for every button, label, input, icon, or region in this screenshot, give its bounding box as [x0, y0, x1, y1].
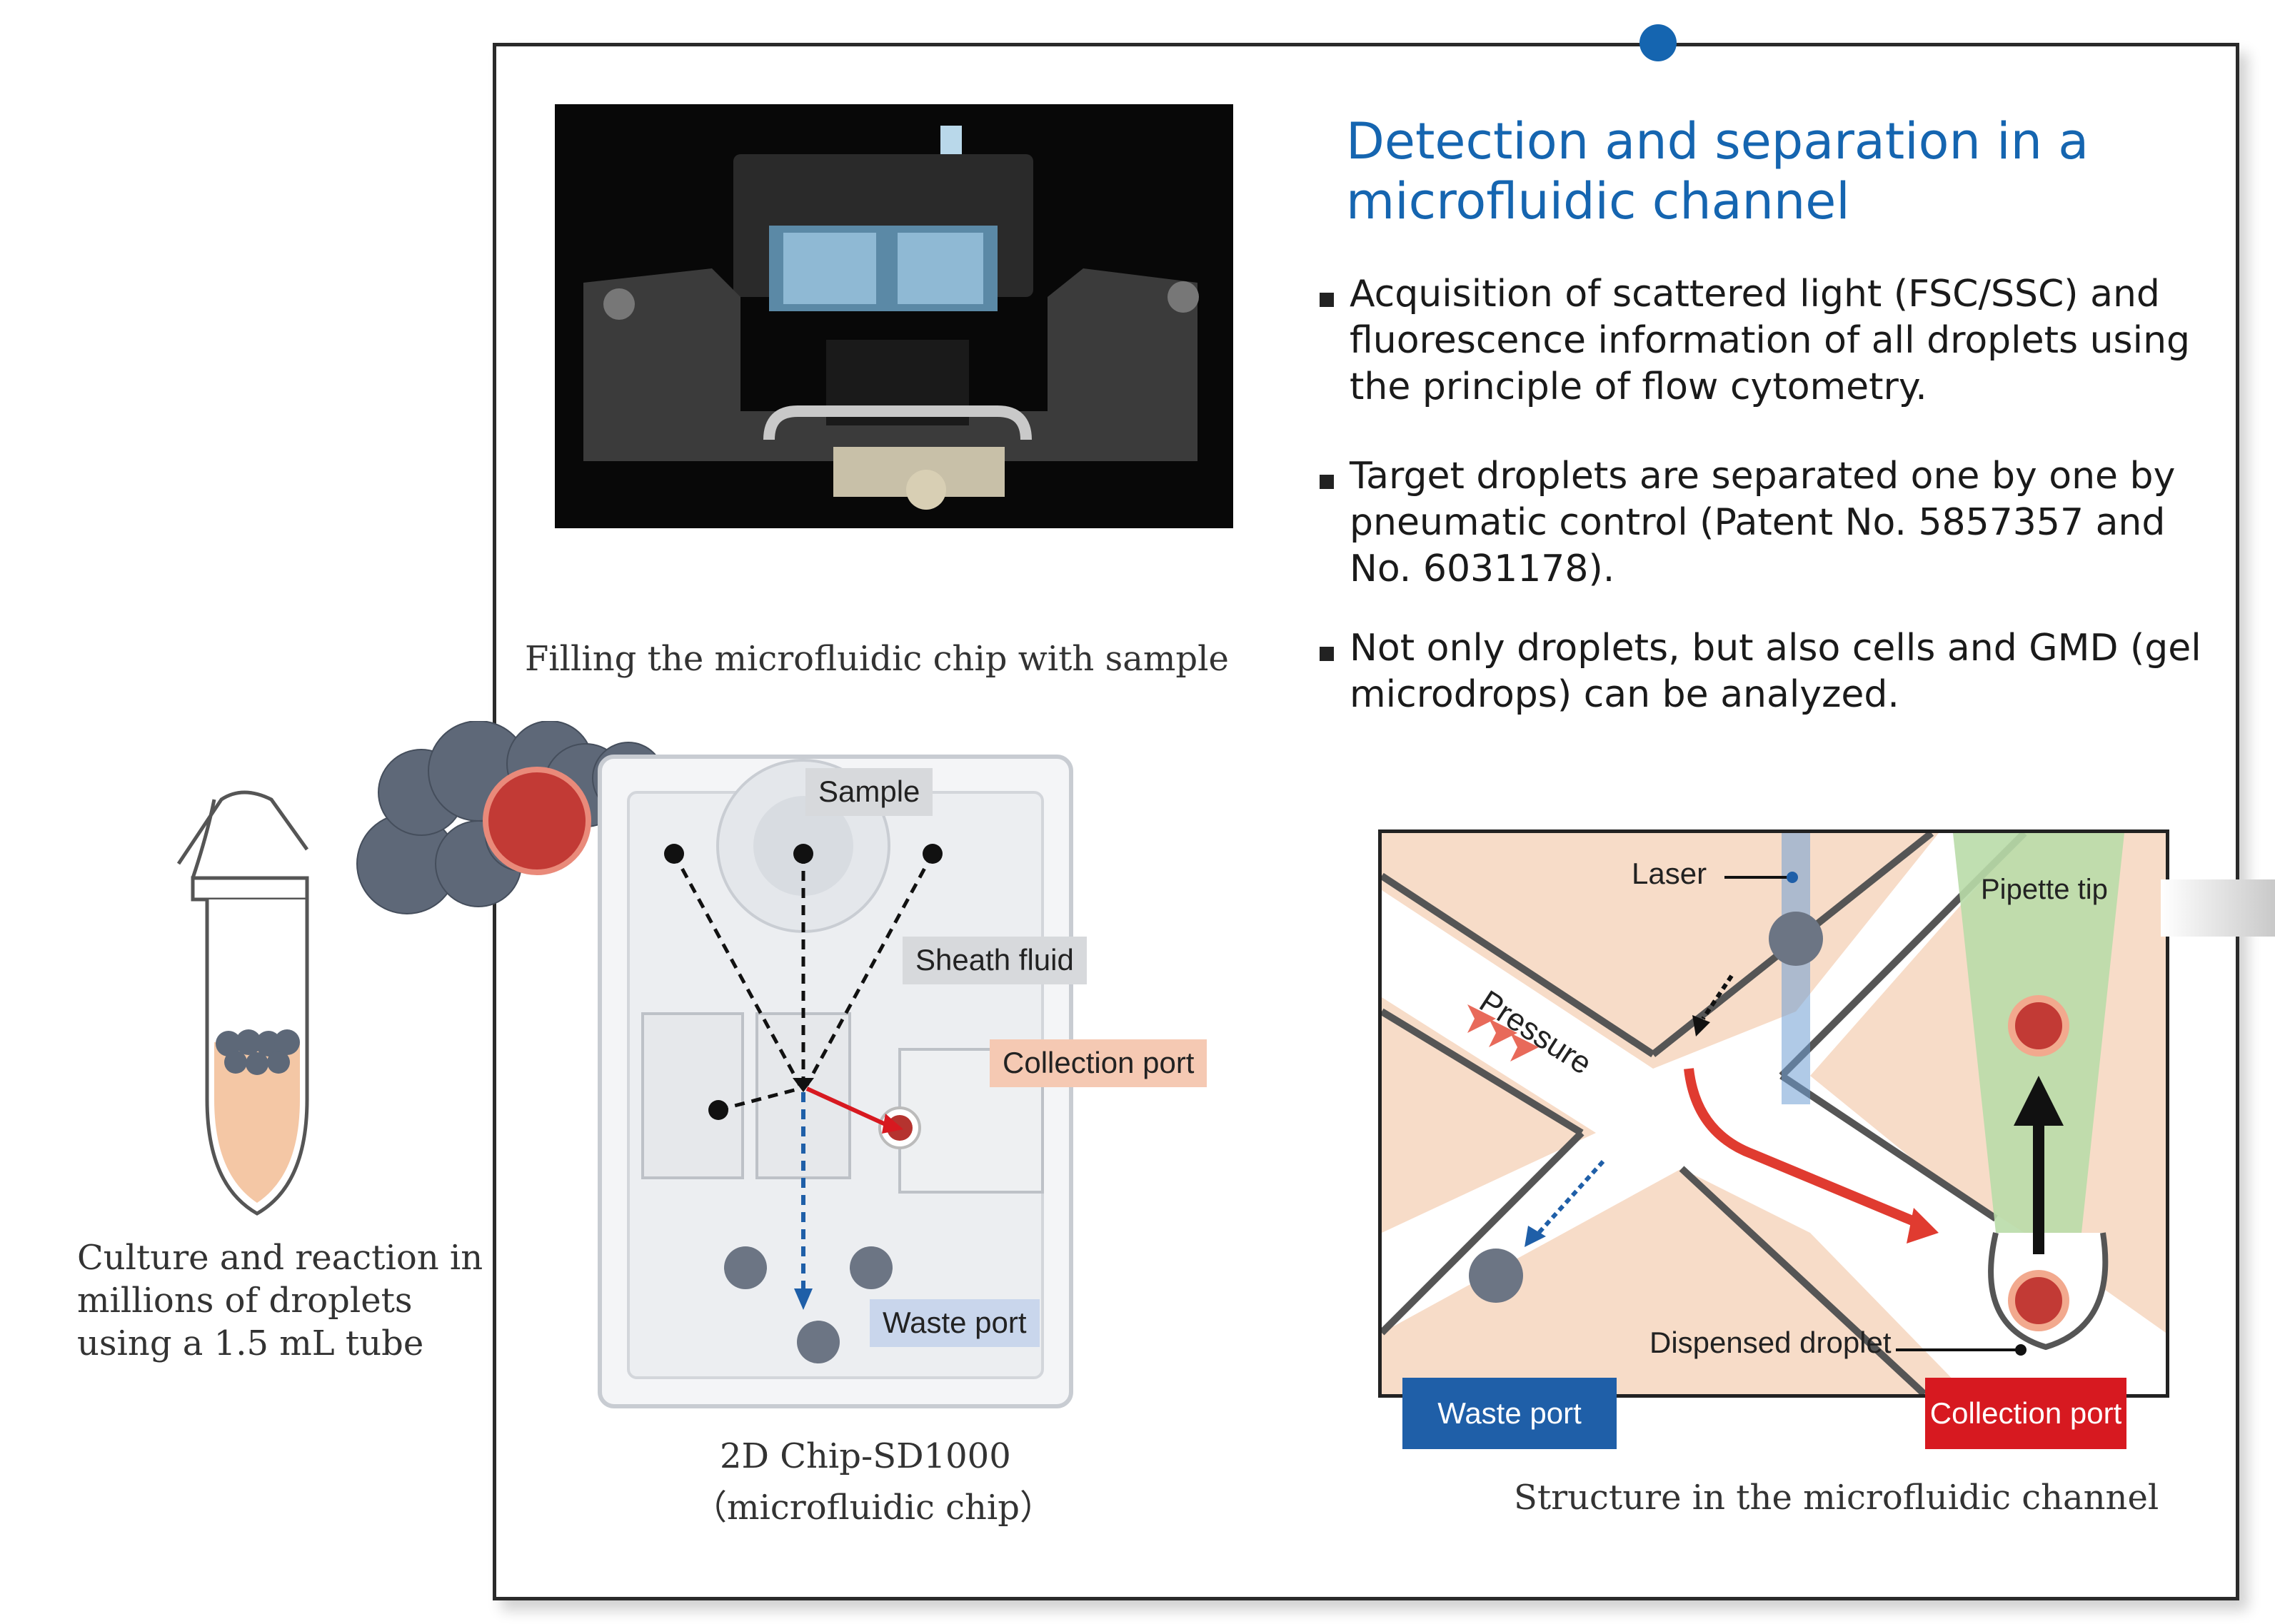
instrument-photo [555, 104, 1233, 528]
chip-caption-line2: （microfluidic chip） [693, 1488, 1054, 1528]
channel-label-dispensed: Dispensed droplet [1649, 1326, 1892, 1359]
channel-label-laser: Laser [1632, 857, 1707, 890]
accent-dot [1639, 24, 1677, 61]
channel-diagram [1378, 829, 2169, 1398]
chip-illustration [586, 750, 1085, 1413]
bullet-text: Target droplets are separated one by one… [1350, 455, 2176, 590]
chip-label-sheath: Sheath fluid [903, 937, 1087, 984]
chip-label-collection: Collection port [990, 1039, 1207, 1087]
bullet-2: Target droplets are separated one by one… [1320, 453, 2235, 592]
chip-label-waste: Waste port [870, 1299, 1040, 1347]
edge-tab [2161, 879, 2275, 937]
waste-port-badge: Waste port [1402, 1378, 1617, 1449]
bullet-3: Not only droplets, but also cells and GM… [1320, 625, 2235, 718]
channel-label-pipette: Pipette tip [1981, 874, 2108, 905]
chip-caption-line1: 2D Chip-SD1000 [720, 1436, 1011, 1476]
channel-caption: Structure in the microfluidic channel [1514, 1478, 2159, 1518]
tube-caption: Culture and reaction in millions of drop… [77, 1238, 483, 1363]
bullet-text: Acquisition of scattered light (FSC/SSC)… [1350, 273, 2191, 408]
bullet-marker [1320, 647, 1334, 661]
bullet-text: Not only droplets, but also cells and GM… [1350, 627, 2201, 716]
collection-port-badge: Collection port [1925, 1378, 2126, 1449]
photo-caption: Filling the microfluidic chip with sampl… [525, 639, 1229, 679]
bullet-marker [1320, 293, 1334, 307]
bullet-marker [1320, 475, 1334, 489]
tube-illustration [164, 785, 350, 1228]
bullet-1: Acquisition of scattered light (FSC/SSC)… [1320, 271, 2235, 410]
chip-label-sample: Sample [805, 768, 933, 816]
section-heading: Detection and separation in a microfluid… [1346, 112, 2089, 231]
